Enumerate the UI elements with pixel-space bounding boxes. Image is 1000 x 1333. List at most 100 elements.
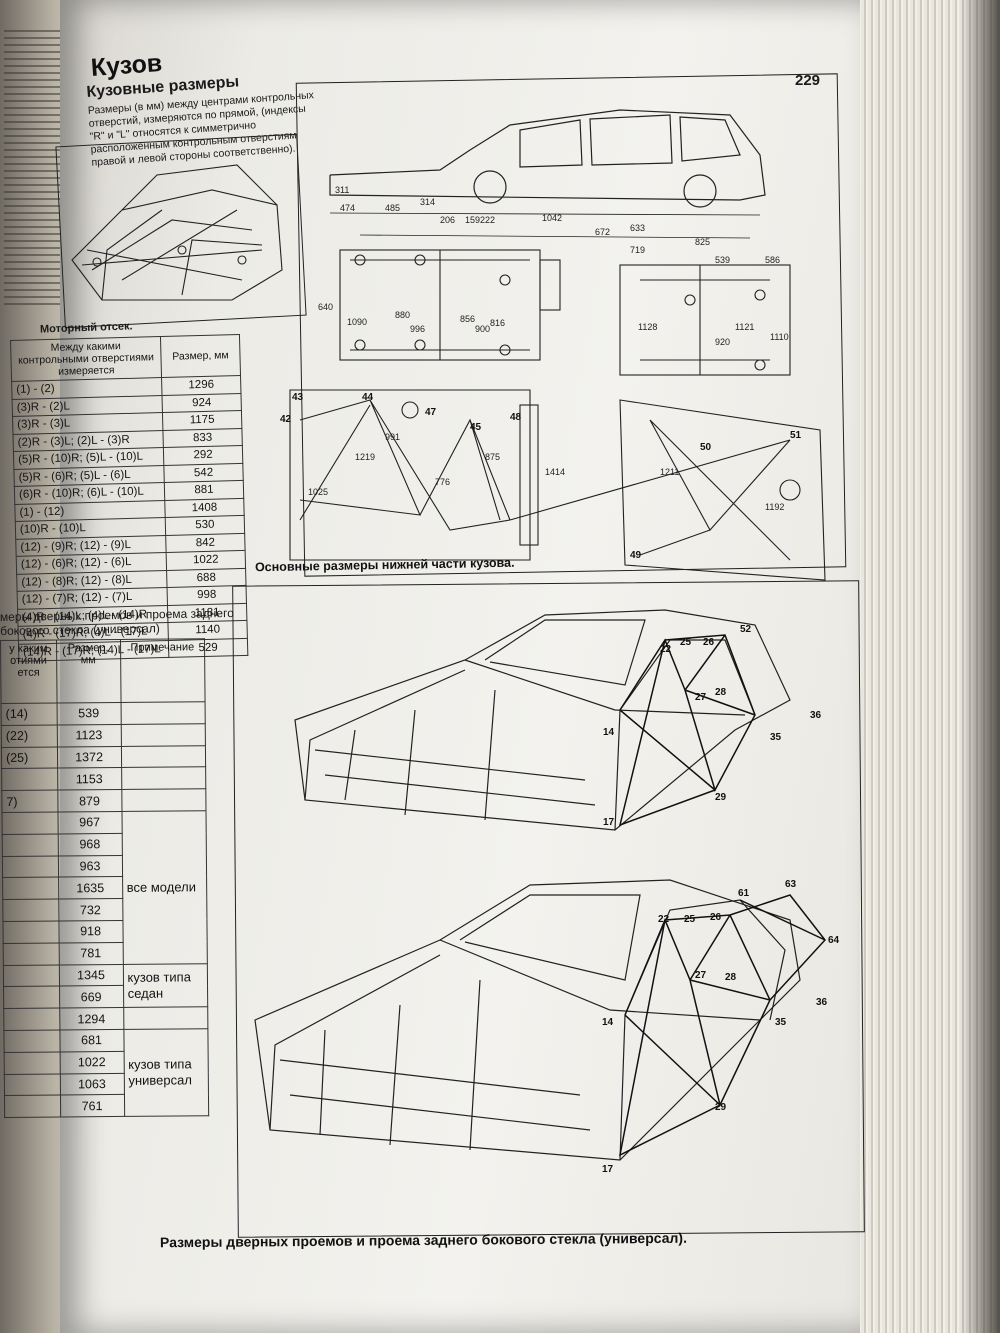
size-cell: 530 — [165, 515, 245, 535]
between-cell — [4, 1073, 61, 1096]
size-cell: 833 — [162, 427, 243, 448]
size-cell: 842 — [165, 532, 246, 553]
point-label: 26 — [703, 637, 715, 648]
point-label: 63 — [785, 879, 797, 890]
size-cell: 1022 — [166, 550, 246, 570]
size-cell: 542 — [163, 462, 244, 483]
point-label: 52 — [740, 624, 752, 635]
size-cell: 918 — [58, 920, 123, 943]
point-label: 50 — [700, 442, 712, 453]
page-shadow — [960, 0, 1000, 1333]
size-cell: 879 — [57, 789, 122, 812]
size-cell: 1175 — [162, 410, 242, 431]
underbody-diagram: 42 43 44 45 47 48 49 50 51 1219 991 1025… — [280, 389, 826, 581]
point-label: 28 — [725, 972, 737, 983]
dim-label: 875 — [485, 452, 500, 462]
door-dimensions-table: у каким отиями ется Размер, мм Примечани… — [0, 638, 209, 1118]
point-label: 25 — [680, 637, 692, 648]
point-label: 35 — [770, 732, 782, 743]
point-label: 44 — [362, 392, 374, 403]
size-cell: 1345 — [58, 964, 124, 987]
between-cell — [3, 1029, 60, 1053]
note-cell — [121, 788, 206, 812]
point-label: 36 — [816, 997, 828, 1008]
size-cell: 1063 — [59, 1072, 125, 1096]
size-cell: 732 — [58, 898, 123, 921]
table-row: 1294 — [3, 1006, 208, 1031]
size-cell: 539 — [56, 702, 121, 725]
between-cell — [2, 877, 59, 900]
dim-label: 920 — [715, 337, 730, 347]
between-cell — [2, 899, 59, 922]
wagon-body-diagram: 14 17 22 25 26 27 28 29 35 36 52 — [294, 609, 822, 831]
table-row: 7)879 — [1, 788, 206, 813]
between-cell — [4, 1051, 60, 1075]
dim-label: 485 — [385, 203, 400, 213]
dim-label: 776 — [435, 477, 450, 487]
size-cell: 881 — [164, 480, 244, 501]
dim-label: 991 — [385, 432, 400, 442]
note-cell — [120, 745, 206, 768]
header-between: Между какими контрольными отверстиями из… — [10, 336, 162, 382]
between-cell — [3, 942, 59, 966]
dim-label: 1121 — [735, 322, 754, 332]
book-page-edges — [840, 0, 1000, 1333]
point-label: 27 — [695, 970, 707, 981]
dim-label: 719 — [630, 245, 645, 255]
size-cell: 688 — [166, 567, 247, 588]
between-cell — [3, 1008, 60, 1031]
point-label: 47 — [425, 407, 437, 418]
table-row: (25)1372 — [1, 745, 206, 769]
point-label: 22 — [658, 914, 670, 925]
sedan-body-diagram: 14 17 22 25 26 27 28 29 35 36 61 63 64 — [254, 879, 840, 1175]
dim-label: 1090 — [347, 317, 367, 327]
table-row: 1153 — [1, 767, 206, 791]
between-cell: (25) — [1, 746, 58, 769]
point-label: 42 — [280, 414, 292, 425]
size-cell: 1372 — [56, 746, 122, 769]
between-cell — [4, 1095, 61, 1118]
point-label: 35 — [775, 1017, 787, 1028]
point-label: 29 — [715, 792, 727, 803]
point-label: 28 — [715, 687, 727, 698]
between-cell — [1, 768, 58, 791]
size-cell: 1635 — [58, 876, 123, 900]
dim-label: 672 — [595, 227, 610, 237]
header-between: у каким отиями ется — [0, 640, 57, 704]
size-cell: 967 — [57, 811, 122, 834]
table-row: (14)539 — [1, 701, 206, 726]
dim-label: 996 — [410, 324, 425, 334]
dim-label: 640 — [318, 302, 333, 312]
dim-label: 206 — [440, 215, 455, 225]
dim-label: 539 — [715, 255, 730, 265]
dim-label: 586 — [765, 255, 780, 265]
point-label: 43 — [292, 392, 304, 403]
header-note: Примечание — [120, 638, 206, 703]
dim-label: 900 — [475, 324, 490, 334]
dim-label: 1192 — [765, 502, 784, 512]
point-label: 26 — [710, 912, 722, 923]
table-header-row: у каким отиями ется Размер, мм Примечани… — [0, 638, 206, 704]
point-label: 14 — [603, 727, 615, 738]
table-header-row: Между какими контрольными отверстиями из… — [10, 334, 241, 382]
point-label: 14 — [602, 1017, 614, 1028]
header-size: Размер, мм — [56, 639, 121, 704]
point-label: 29 — [715, 1102, 727, 1113]
dim-label: 880 — [395, 310, 410, 320]
size-cell: 781 — [58, 942, 123, 965]
dim-label: 1414 — [545, 467, 565, 477]
size-cell: 1408 — [164, 497, 245, 518]
point-label: 27 — [695, 692, 707, 703]
point-label: 45 — [470, 422, 482, 433]
note-cell: кузов типа седан — [122, 963, 208, 1008]
dim-label: 825 — [695, 237, 710, 247]
size-cell: 681 — [59, 1029, 124, 1052]
header-size: Размер, мм — [160, 334, 241, 378]
dim-label: 1025 — [308, 487, 328, 497]
section-title: Кузов — [90, 49, 164, 82]
size-cell: 292 — [163, 445, 243, 466]
between-cell: 7) — [1, 790, 58, 813]
point-label: 17 — [602, 1164, 614, 1175]
